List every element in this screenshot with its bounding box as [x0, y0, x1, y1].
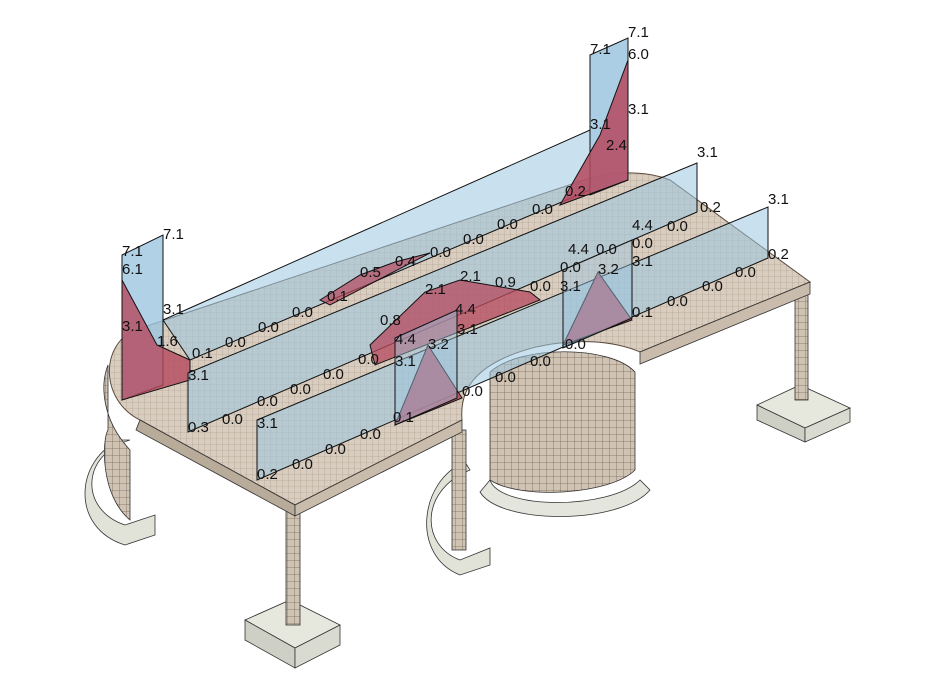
moment-value-label: 3.1 [590, 116, 611, 133]
moment-diagram-planes [121, 37, 769, 481]
moment-value-label: 0.0 [532, 201, 553, 218]
moment-value-label: 3.1 [560, 278, 581, 295]
moment-value-label: 0.0 [530, 278, 551, 295]
moment-value-label: 4.4 [395, 331, 416, 348]
moment-value-label: 0.0 [430, 244, 451, 261]
moment-value-label: 0.0 [495, 369, 516, 386]
moment-value-label: 0.0 [702, 278, 723, 295]
red-fill-left-end [121, 279, 191, 401]
moment-value-label: 0.0 [258, 319, 279, 336]
moment-value-label: 0.0 [292, 304, 313, 321]
moment-value-label: 1.6 [157, 333, 178, 350]
diagram-value-labels: 7.17.16.13.13.11.60.10.00.00.00.10.50.40… [122, 24, 789, 483]
moment-value-label: 3.1 [457, 321, 478, 338]
moment-value-label: 0.0 [560, 259, 581, 276]
moment-value-label: 0.9 [495, 274, 516, 291]
curved-footing-middle [426, 461, 651, 576]
moment-value-label: 3.1 [632, 253, 653, 270]
moment-value-label: 7.1 [590, 41, 611, 58]
moment-value-label: 0.0 [632, 235, 653, 252]
red-fill-back-strip [318, 252, 431, 306]
moment-value-label: 0.0 [565, 336, 586, 353]
moment-value-label: 0.0 [462, 383, 483, 400]
moment-value-label: 0.0 [257, 393, 278, 410]
moment-value-label: 2.1 [425, 281, 446, 298]
moment-value-label: 4.4 [568, 241, 589, 258]
moment-value-label: 6.0 [628, 46, 649, 63]
column-front-left [285, 504, 301, 626]
moment-value-label: 0.2 [700, 199, 721, 216]
moment-value-label: 0.0 [325, 441, 346, 458]
footing-right [756, 384, 851, 443]
curved-wall-left [103, 364, 131, 521]
moment-value-label: 0.0 [530, 353, 551, 370]
blue-plane-front-panel-1 [394, 309, 458, 426]
moment-value-label: 0.0 [358, 351, 379, 368]
blue-plane-front-panel-2 [562, 239, 633, 349]
moment-value-label: 0.5 [360, 264, 381, 281]
moment-value-label: 0.0 [497, 216, 518, 233]
moment-value-label: 0.0 [596, 241, 617, 258]
moment-value-label: 0.1 [393, 409, 414, 426]
curved-footing-left [84, 439, 156, 546]
moment-value-label: 7.1 [163, 226, 184, 243]
moment-value-label: 4.4 [632, 217, 653, 234]
moment-value-label: 0.1 [632, 304, 653, 321]
moment-value-label: 0.0 [360, 426, 381, 443]
red-fill-right-end [558, 59, 629, 206]
moment-value-label: 3.1 [395, 353, 416, 370]
moment-value-label: 0.2 [257, 466, 278, 483]
moment-value-label: 3.1 [768, 191, 789, 208]
moment-value-label: 3.2 [428, 336, 449, 353]
moment-value-label: 0.1 [192, 345, 213, 362]
moment-value-label: 0.0 [323, 366, 344, 383]
moment-value-label: 0.0 [667, 218, 688, 235]
moment-value-label: 0.0 [222, 411, 243, 428]
moment-value-label: 0.0 [735, 264, 756, 281]
moment-value-label: 3.1 [163, 301, 184, 318]
moment-value-label: 3.1 [697, 144, 718, 161]
moment-value-label: 3.1 [122, 318, 143, 335]
moment-value-label: 7.1 [628, 24, 649, 41]
moment-value-label: 0.0 [225, 334, 246, 351]
moment-value-label: 3.2 [598, 261, 619, 278]
red-fill-middle-strip [369, 279, 541, 366]
moment-value-label: 0.1 [327, 288, 348, 305]
moment-value-label: 3.1 [257, 415, 278, 432]
moment-value-label: 7.1 [122, 243, 143, 260]
column-right [794, 294, 809, 401]
moment-value-label: 0.0 [290, 381, 311, 398]
moment-value-label: 0.0 [463, 231, 484, 248]
moment-value-label: 6.1 [122, 261, 143, 278]
moment-value-label: 0.8 [380, 312, 401, 329]
moment-value-label: 0.0 [292, 456, 313, 473]
moment-value-label: 3.1 [628, 101, 649, 118]
moment-value-label: 0.0 [667, 293, 688, 310]
moment-value-label: 2.4 [606, 137, 627, 154]
red-triangle-front-1 [394, 343, 463, 426]
moment-value-label: 0.3 [188, 419, 209, 436]
moment-value-label: 2.1 [460, 268, 481, 285]
moment-value-label: 0.2 [565, 183, 586, 200]
moment-value-label: 4.4 [455, 301, 476, 318]
moment-value-label: 3.1 [188, 367, 209, 384]
moment-value-label: 0.4 [395, 253, 416, 270]
moment-value-label: 0.2 [768, 246, 789, 263]
column-middle [451, 429, 467, 551]
